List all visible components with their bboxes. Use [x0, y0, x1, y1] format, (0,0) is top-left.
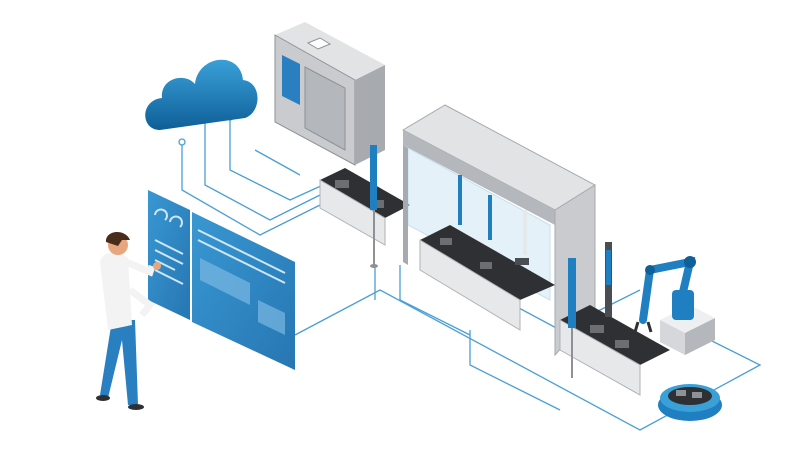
conveyor-left [319, 168, 410, 246]
signal-tower [370, 145, 378, 268]
dashboard-panel [148, 190, 295, 370]
cloud-icon [145, 59, 258, 130]
signal-tower-3 [605, 242, 612, 317]
mobile-robot [658, 384, 722, 421]
conveyor-right [559, 305, 670, 396]
robot-arm [633, 256, 715, 355]
server-cabinet [274, 22, 385, 166]
signal-tower-2 [568, 258, 576, 378]
person [96, 231, 161, 410]
